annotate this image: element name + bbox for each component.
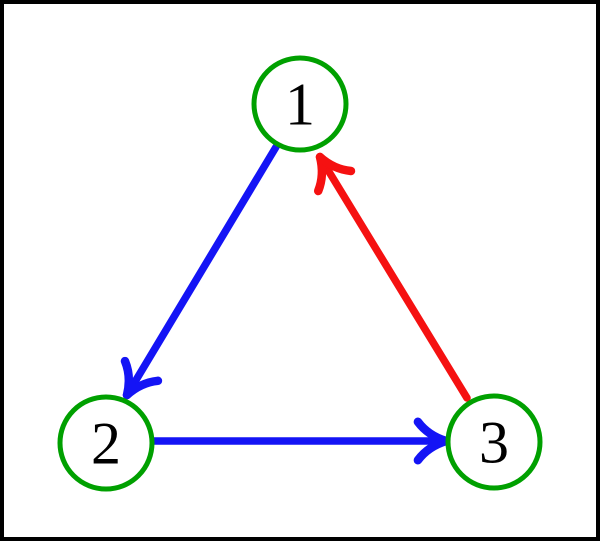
edge-2-3 xyxy=(149,417,451,465)
edge-3-1 xyxy=(313,152,471,402)
arrowhead-3-1 xyxy=(315,152,356,176)
node-label-3: 3 xyxy=(479,409,509,475)
edge-1-2 xyxy=(120,143,280,400)
node-circle-3 xyxy=(445,393,543,491)
node-1: 1 xyxy=(251,55,349,153)
edge-shaft-1-2 xyxy=(126,143,280,394)
edge-shaft-3-1 xyxy=(319,158,471,402)
node-3: 3 xyxy=(445,393,543,491)
arrowhead-2-3 xyxy=(413,436,451,465)
node-circle-2 xyxy=(57,394,155,492)
node-label-2: 2 xyxy=(91,410,121,476)
arrowhead-1-2 xyxy=(120,356,134,400)
node-2: 2 xyxy=(57,394,155,492)
node-label-1: 1 xyxy=(285,71,315,137)
node-circle-1 xyxy=(251,55,349,153)
